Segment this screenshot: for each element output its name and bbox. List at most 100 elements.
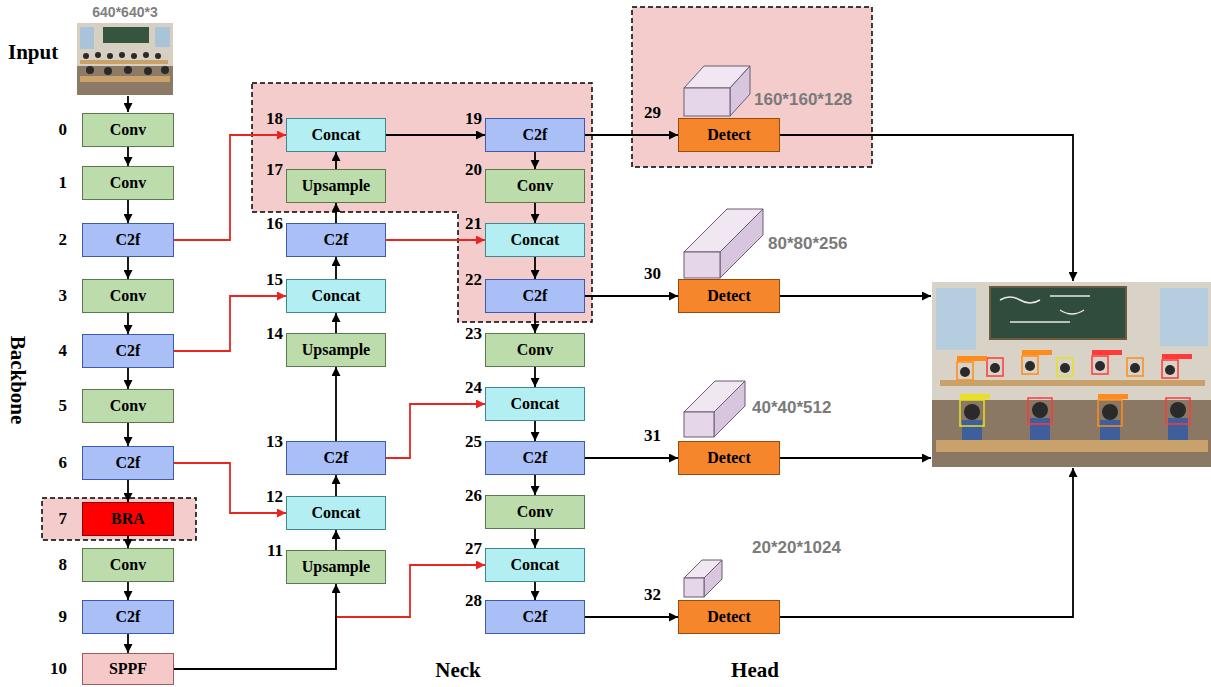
connector xyxy=(335,257,337,279)
c2f-block: 2C2f xyxy=(82,223,174,257)
c2f-block: 13C2f xyxy=(286,441,386,475)
photo-head xyxy=(155,53,161,59)
concat-block: 21Concat xyxy=(485,223,585,257)
detection-tag xyxy=(960,394,990,399)
block-label: Upsample xyxy=(302,557,370,577)
connector xyxy=(335,530,337,550)
photo-head xyxy=(119,52,125,58)
layer-number: 18 xyxy=(266,109,283,129)
input-photo xyxy=(77,23,173,95)
dimension-label: 80*80*256 xyxy=(768,234,847,254)
photo-window xyxy=(80,27,94,49)
section-label: Head xyxy=(731,658,779,682)
output-arrow xyxy=(780,295,931,297)
block-label: BRA xyxy=(111,509,145,529)
block-label: Upsample xyxy=(302,176,370,196)
layer-number: 16 xyxy=(266,214,283,234)
layer-number: 3 xyxy=(59,286,68,306)
c2f-block: 9C2f xyxy=(82,600,174,634)
connector xyxy=(534,313,536,333)
block-label: Concat xyxy=(312,503,361,523)
detection-box xyxy=(1022,356,1038,374)
photo-head xyxy=(1032,402,1048,418)
connector xyxy=(127,257,129,279)
highlight-region xyxy=(252,83,592,322)
layer-number: 31 xyxy=(644,426,661,446)
photo-board xyxy=(103,27,149,43)
detection-box xyxy=(1127,358,1143,376)
upsample-block: 14Upsample xyxy=(286,333,386,367)
layer-number: 1 xyxy=(59,173,68,193)
cube-front xyxy=(684,252,720,278)
photo-head xyxy=(107,53,113,59)
connector xyxy=(127,368,129,389)
input-arrow xyxy=(127,96,129,112)
layer-number: 2 xyxy=(59,230,68,250)
conv-block: 5Conv xyxy=(82,389,174,423)
layer-number: 19 xyxy=(465,109,482,129)
upsample-block: 11Upsample xyxy=(286,550,386,584)
layer-number: 23 xyxy=(465,324,482,344)
photo-chalk xyxy=(1000,296,1090,322)
layer-number: 17 xyxy=(266,160,283,180)
photo-head xyxy=(990,363,1000,373)
conv-block: 20Conv xyxy=(485,169,585,203)
connector xyxy=(585,616,678,618)
layer-number: 12 xyxy=(266,487,283,507)
connector xyxy=(534,257,536,279)
detect-head: 32Detect xyxy=(678,600,780,634)
block-label: Conv xyxy=(110,555,146,575)
detection-tag xyxy=(1162,354,1192,359)
detection-boxes xyxy=(957,356,1190,426)
connector xyxy=(534,529,536,548)
detection-tag xyxy=(1092,350,1122,355)
detection-box xyxy=(1098,400,1122,426)
detection-tags xyxy=(957,350,1192,399)
connector xyxy=(534,475,536,495)
block-label: Conv xyxy=(517,502,553,522)
detection-tag xyxy=(1022,350,1052,355)
layer-number: 15 xyxy=(266,270,283,290)
highlight-region xyxy=(632,7,872,167)
sppf-block: 10SPPF xyxy=(82,653,174,685)
photo-desks xyxy=(80,60,170,82)
result-photo xyxy=(932,282,1211,467)
block-label: Detect xyxy=(707,607,751,627)
layer-number: 10 xyxy=(50,659,67,679)
block-label: Concat xyxy=(511,394,560,414)
detection-box xyxy=(1092,356,1108,374)
c2f-block: 28C2f xyxy=(485,600,585,634)
block-label: Conv xyxy=(110,286,146,306)
connector xyxy=(127,313,129,334)
photo-body xyxy=(1168,418,1188,440)
photo-head xyxy=(86,66,94,74)
connector xyxy=(335,367,337,441)
cube-front xyxy=(684,412,714,437)
dimension-label: 640*640*3 xyxy=(92,4,157,20)
connector xyxy=(534,367,536,387)
detect-head: 31Detect xyxy=(678,441,780,475)
block-label: Detect xyxy=(707,448,751,468)
photo-head xyxy=(1170,402,1186,418)
block-label: Concat xyxy=(511,555,560,575)
photo-window xyxy=(1160,288,1208,346)
detection-box xyxy=(1166,398,1190,424)
layer-number: 11 xyxy=(267,541,283,561)
block-label: C2f xyxy=(116,453,141,473)
concat-block: 27Concat xyxy=(485,548,585,582)
layer-number: 29 xyxy=(644,103,661,123)
block-label: SPPF xyxy=(109,659,147,679)
photo-head xyxy=(143,52,149,58)
block-label: Concat xyxy=(312,286,361,306)
connector xyxy=(127,200,129,223)
photo-body xyxy=(1030,418,1050,440)
conv-block: 26Conv xyxy=(485,495,585,529)
photo-head xyxy=(83,53,89,59)
connector xyxy=(585,295,678,297)
connector xyxy=(127,147,129,166)
skip-connector xyxy=(386,404,485,458)
photo-head xyxy=(960,367,970,377)
cube-side xyxy=(714,381,745,437)
photo-wall xyxy=(932,282,1211,467)
skip-connector xyxy=(386,239,485,241)
